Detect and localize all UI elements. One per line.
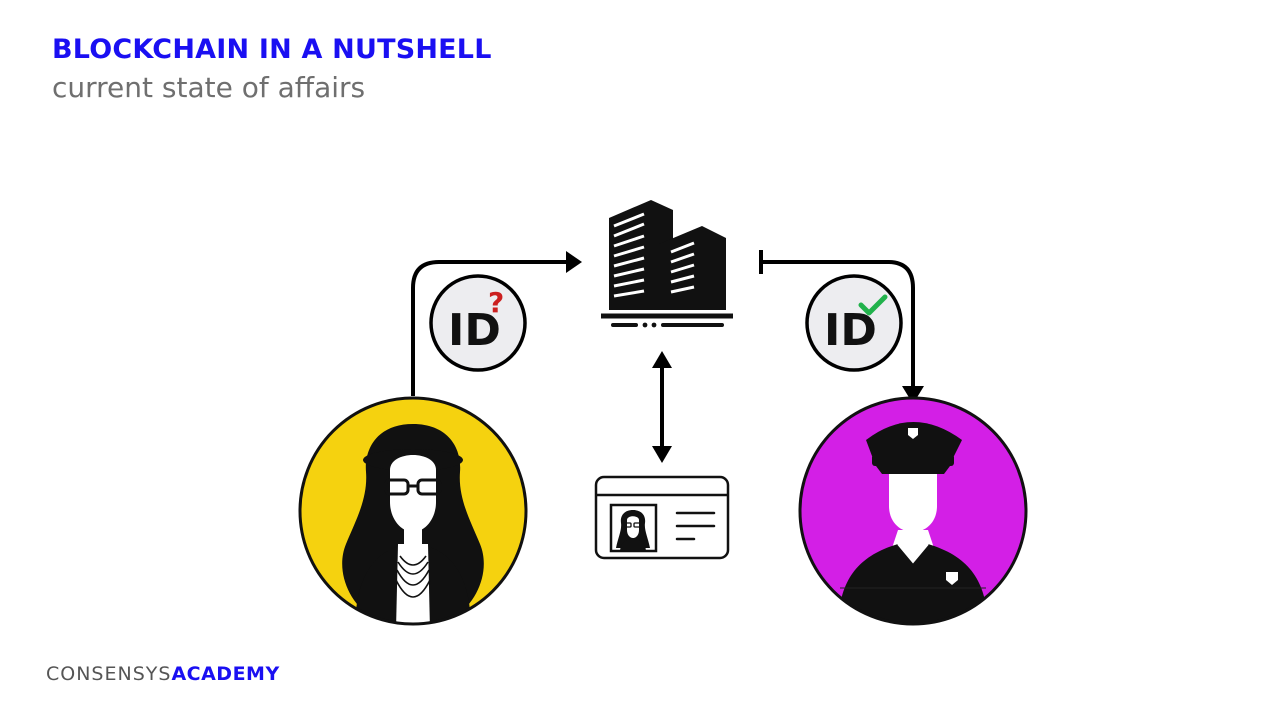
- footer-logo: CONSENSYSACADEMY: [46, 663, 280, 685]
- page-title: BLOCKCHAIN IN A NUTSHELL: [52, 34, 492, 65]
- footer-brand: CONSENSYS: [46, 663, 172, 685]
- checkmark-icon: [858, 294, 888, 316]
- footer-academy: ACADEMY: [171, 663, 280, 685]
- verification-arrow: [759, 250, 924, 404]
- id-lookup-arrow: [652, 351, 672, 463]
- page-subtitle: current state of affairs: [52, 71, 366, 104]
- id-request-badge: ID ?: [429, 274, 527, 372]
- id-request-label: ID: [448, 305, 501, 356]
- officer-avatar: [798, 396, 1028, 626]
- request-arrow: [411, 251, 582, 396]
- id-verified-badge: ID: [805, 274, 903, 372]
- question-mark-icon: ?: [488, 286, 504, 319]
- id-card-icon: [594, 475, 730, 560]
- building-icon: [601, 200, 733, 328]
- person-avatar: [298, 396, 528, 626]
